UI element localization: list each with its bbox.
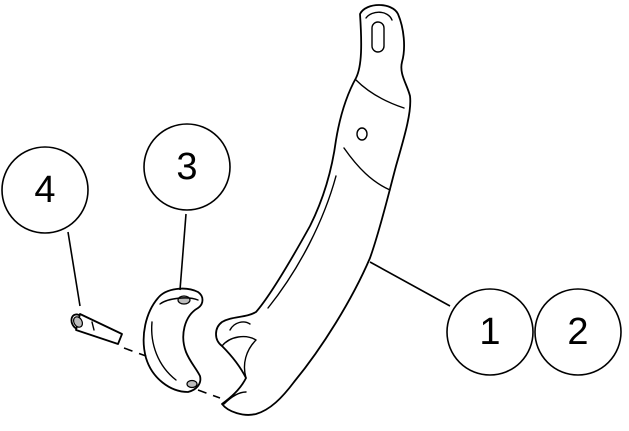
callout-label-2: 2 xyxy=(567,311,588,353)
callout-label-4: 4 xyxy=(34,169,55,211)
leader-4 xyxy=(67,231,81,307)
callout-2: 2 xyxy=(534,288,622,376)
assembly-dashed-line xyxy=(123,347,221,399)
callout-1: 1 xyxy=(446,288,534,376)
callout-label-3: 3 xyxy=(176,146,197,188)
callout-3: 3 xyxy=(143,123,231,211)
half-clamp xyxy=(142,287,204,393)
callout-label-1: 1 xyxy=(479,311,500,353)
bolt xyxy=(70,313,123,345)
leader-1-2 xyxy=(369,261,451,307)
bracket-arm xyxy=(215,4,412,416)
leader-3 xyxy=(179,213,187,291)
callout-4: 4 xyxy=(1,146,89,234)
